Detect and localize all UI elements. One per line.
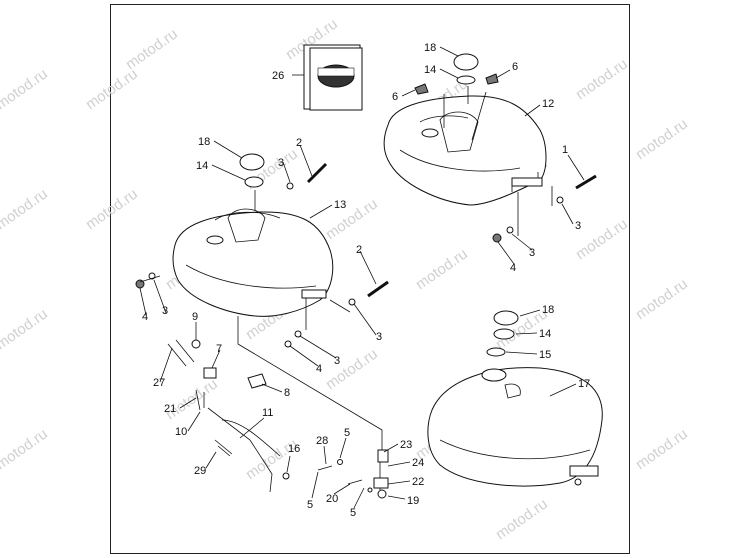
- callout-2b: 2: [356, 244, 362, 256]
- callout-15: 15: [539, 349, 551, 361]
- callout-29: 29: [194, 465, 206, 477]
- manual-booklet: [303, 44, 363, 111]
- callout-3d: 3: [376, 331, 382, 343]
- callout-19: 19: [407, 495, 419, 507]
- callout-7: 7: [216, 343, 222, 355]
- seal-14a: [456, 75, 476, 85]
- mount-bolts: [306, 162, 597, 298]
- leader-lines: [139, 86, 553, 450]
- callout-6b: 6: [392, 91, 398, 103]
- fuel-cap-18a: [453, 53, 479, 71]
- callout-12: 12: [542, 98, 554, 110]
- gasket-15: [486, 347, 506, 357]
- callout-14a: 14: [424, 64, 436, 76]
- callout-leaders: [139, 46, 585, 509]
- watermark: motod.ru: [323, 345, 381, 393]
- tank-caps: [239, 53, 519, 357]
- watermark: motod.ru: [493, 495, 551, 543]
- callout-5b: 5: [307, 499, 313, 511]
- callout-8: 8: [284, 387, 290, 399]
- watermark: motod.ru: [633, 425, 691, 473]
- callout-3f: 3: [334, 355, 340, 367]
- callout-9: 9: [192, 311, 198, 323]
- callout-4c: 4: [316, 363, 322, 375]
- bracket-6b: [485, 73, 499, 85]
- bracket-6a: [414, 83, 429, 95]
- callout-27: 27: [153, 377, 165, 389]
- fuel-cap-18c: [493, 310, 519, 326]
- callout-18c: 18: [542, 304, 554, 316]
- watermark: motod.ru: [0, 65, 51, 113]
- callout-5c: 5: [350, 507, 356, 519]
- callout-10: 10: [175, 426, 187, 438]
- callout-24: 24: [412, 457, 424, 469]
- callout-5a: 5: [344, 427, 350, 439]
- callout-23: 23: [400, 439, 412, 451]
- callout-4b: 4: [142, 311, 148, 323]
- fuel-tank-12: [383, 95, 547, 206]
- callout-14c: 14: [539, 328, 551, 340]
- watermark: motod.ru: [633, 275, 691, 323]
- callout-labels: 26 18 14 6 6 12 1 3 3 4 18 14 3 2 13 2 3…: [142, 42, 590, 519]
- callout-6a: 6: [512, 61, 518, 73]
- watermark: motod.ru: [0, 185, 51, 233]
- watermark: motod.ru: [323, 195, 381, 243]
- callout-3b: 3: [529, 247, 535, 259]
- callout-28: 28: [316, 435, 328, 447]
- callout-13: 13: [334, 199, 346, 211]
- seal-14c: [493, 328, 515, 340]
- callout-3c: 3: [278, 157, 284, 169]
- callout-22: 22: [412, 476, 424, 488]
- fuel-lines: [167, 339, 389, 499]
- watermark: motod.ru: [0, 425, 51, 473]
- callout-4a: 4: [510, 262, 516, 274]
- callout-18b: 18: [198, 136, 210, 148]
- callout-1: 1: [562, 144, 568, 156]
- watermark: motod.ru: [163, 375, 221, 423]
- fuel-cap-18b: [239, 153, 265, 171]
- callout-14b: 14: [196, 160, 208, 172]
- washers-nuts: [135, 182, 564, 348]
- watermark: motod.ru: [573, 55, 631, 103]
- callout-3e: 3: [162, 305, 168, 317]
- watermark: motod.ru: [633, 115, 691, 163]
- fuel-tank-17: [427, 367, 603, 487]
- callout-2a: 2: [296, 137, 302, 149]
- callout-11: 11: [262, 407, 273, 419]
- callout-16: 16: [288, 443, 300, 455]
- watermark: motod.ru: [573, 215, 631, 263]
- callout-3a: 3: [575, 220, 581, 232]
- watermark: motod.ru: [83, 185, 141, 233]
- tank-brackets: [414, 73, 499, 95]
- watermark: motod.ru: [413, 245, 471, 293]
- callout-21: 21: [164, 403, 176, 415]
- watermark: motod.ru: [123, 25, 181, 73]
- watermark: motod.ru: [0, 305, 51, 353]
- fuel-tank-13: [172, 208, 334, 317]
- callout-17: 17: [578, 378, 590, 390]
- callout-20: 20: [326, 493, 338, 505]
- seal-14b: [244, 176, 264, 188]
- callout-18a: 18: [424, 42, 436, 54]
- callout-26: 26: [272, 70, 284, 82]
